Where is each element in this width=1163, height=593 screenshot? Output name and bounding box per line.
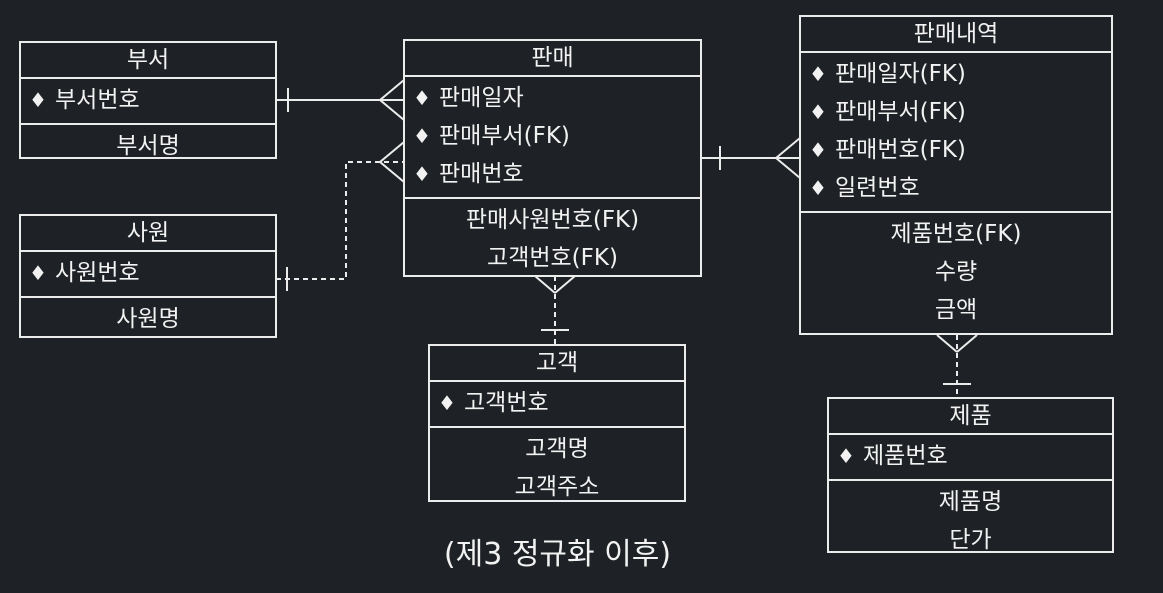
entity-gogaek: 고객 ♦ 고객번호 고객명 고객주소 [428,344,686,502]
key-diamond-icon: ♦ [413,86,431,110]
attribute-section: 고객명 고객주소 [430,426,684,510]
attribute-section: 사원명 [21,296,275,342]
key-attribute: ♦ 사원번호 [21,254,275,292]
key-section: ♦ 판매일자(FK) ♦ 판매부서(FK) ♦ 판매번호(FK) ♦ 일련번호 [801,53,1111,211]
key-diamond-icon: ♦ [837,444,855,468]
relation-panmae-panmaenaeyeok [701,137,801,179]
attribute: 판매사원번호(FK) [465,207,640,233]
attribute-label: 일련번호 [835,175,920,201]
key-attribute: ♦ 판매일자(FK) [801,55,1111,93]
attribute-label: 부서번호 [55,87,140,113]
attribute: 부서명 [116,133,180,159]
attribute: 제품명 [938,489,1003,515]
entity-title: 고객 [430,346,684,382]
entity-panmae: 판매 ♦ 판매일자 ♦ 판매부서(FK) ♦ 판매번호 판매사원번호(FK) 고… [403,39,702,277]
entity-title: 제품 [829,399,1112,435]
attribute-label: 판매일자(FK) [835,61,966,87]
attribute-section: 제품번호(FK) 수량 금액 [801,211,1111,333]
relation-busu-panmae [276,79,405,121]
key-attribute: ♦ 판매번호(FK) [801,131,1111,169]
entity-sawon: 사원 ♦ 사원번호 사원명 [19,214,277,338]
key-diamond-icon: ♦ [413,162,431,186]
entity-busu: 부서 ♦ 부서번호 부서명 [19,41,277,159]
key-attribute: ♦ 판매번호 [405,155,700,193]
key-section: ♦ 사원번호 [21,252,275,296]
entity-title: 판매 [405,41,700,77]
attribute-label: 판매부서(FK) [835,99,966,125]
key-attribute: ♦ 제품번호 [829,437,1112,475]
key-diamond-icon: ♦ [809,138,827,162]
entity-title: 사원 [21,216,275,252]
attribute: 고객주소 [514,474,600,500]
key-attribute: ♦ 판매부서(FK) [405,117,700,155]
entity-jepum: 제품 ♦ 제품번호 제품명 단가 [827,397,1114,553]
key-diamond-icon: ♦ [809,176,827,200]
caption-text: (제3 정규화 이후) [443,537,672,572]
diagram-caption: (제3 정규화 이후) [0,533,1163,577]
attribute-section: 제품명 단가 [829,479,1112,563]
attribute: 수량 [934,259,978,285]
key-section: ♦ 부서번호 [21,79,275,123]
attribute: 고객번호(FK) [487,245,618,271]
entity-title: 판매내역 [801,17,1111,53]
attribute-section: 부서명 [21,123,275,169]
key-attribute: ♦ 고객번호 [430,384,684,422]
attribute: 금액 [934,297,978,323]
attribute-label: 판매번호 [439,161,524,187]
key-attribute: ♦ 판매부서(FK) [801,93,1111,131]
attribute-label: 판매번호(FK) [835,137,966,163]
attribute: 단가 [949,527,992,553]
attribute-label: 사원번호 [55,260,140,286]
attribute-label: 제품번호 [863,443,948,469]
attribute-label: 판매부서(FK) [439,123,570,149]
key-diamond-icon: ♦ [413,124,431,148]
attribute-label: 고객번호 [464,390,549,416]
key-diamond-icon: ♦ [29,261,47,285]
key-section: ♦ 제품번호 [829,435,1112,479]
key-section: ♦ 판매일자 ♦ 판매부서(FK) ♦ 판매번호 [405,77,700,197]
key-attribute: ♦ 일련번호 [801,169,1111,207]
key-section: ♦ 고객번호 [430,382,684,426]
attribute: 제품번호(FK) [890,221,1022,247]
entity-panmaenaeyeok: 판매내역 ♦ 판매일자(FK) ♦ 판매부서(FK) ♦ 판매번호(FK) ♦ … [799,15,1113,335]
key-diamond-icon: ♦ [438,391,456,415]
relation-panmaenaeyeok-jepum [936,334,978,398]
relation-panmae-gogaek [534,275,576,345]
attribute: 고객명 [525,436,589,462]
key-diamond-icon: ♦ [809,62,827,86]
key-attribute: ♦ 부서번호 [21,81,275,119]
key-attribute: ♦ 판매일자 [405,79,700,117]
attribute-section: 판매사원번호(FK) 고객번호(FK) [405,197,700,281]
relation-sawon-panmae [276,141,405,291]
attribute-label: 판매일자 [439,85,524,111]
attribute: 사원명 [116,306,180,332]
key-diamond-icon: ♦ [809,100,827,124]
key-diamond-icon: ♦ [29,88,47,112]
entity-title: 부서 [21,43,275,79]
